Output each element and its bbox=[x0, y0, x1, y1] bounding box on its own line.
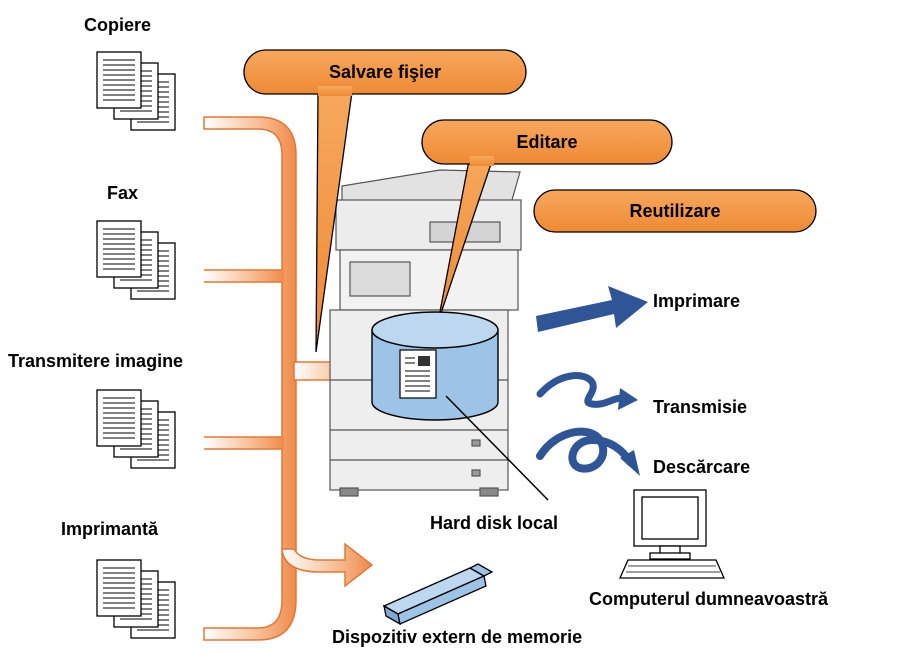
hdd-pointer-line bbox=[445, 395, 549, 501]
reuse-callout bbox=[533, 189, 817, 233]
download-output-label: Descărcare bbox=[653, 457, 751, 477]
print-output-label: Imprimare bbox=[653, 291, 741, 311]
fax-document-icon bbox=[96, 220, 176, 300]
hdd-label: Hard disk local bbox=[430, 513, 559, 533]
usb-label: Dispozitiv extern de memorie bbox=[332, 627, 583, 647]
usb-input-arrow bbox=[281, 542, 374, 588]
copy-source-label: Copiere bbox=[84, 15, 152, 35]
print-arrow-icon bbox=[536, 286, 648, 332]
send-arrow-icon bbox=[536, 372, 626, 408]
computer-label: Computerul dumneavoastră bbox=[589, 589, 829, 609]
send-output-label: Transmisie bbox=[653, 397, 748, 417]
save-callout-label: Salvare fişier bbox=[328, 62, 442, 82]
printer-source-label: Imprimantă bbox=[61, 519, 159, 539]
edit-callout-label: Editare bbox=[516, 132, 578, 152]
usb-memory-icon bbox=[382, 563, 494, 626]
reuse-callout-label: Reutilizare bbox=[629, 201, 721, 221]
hard-disk-icon bbox=[371, 311, 499, 421]
image-send-source-label: Transmitere imagine bbox=[8, 351, 184, 371]
computer-icon bbox=[618, 489, 726, 579]
fax-source-label: Fax bbox=[107, 183, 139, 203]
copy-document-icon bbox=[96, 51, 176, 131]
download-arrow-icon bbox=[536, 427, 634, 473]
edit-callout bbox=[421, 119, 673, 165]
data-flow-band bbox=[203, 116, 297, 641]
printer-document-icon bbox=[96, 559, 176, 639]
image-send-document-icon bbox=[96, 389, 176, 469]
save-callout bbox=[243, 49, 527, 95]
